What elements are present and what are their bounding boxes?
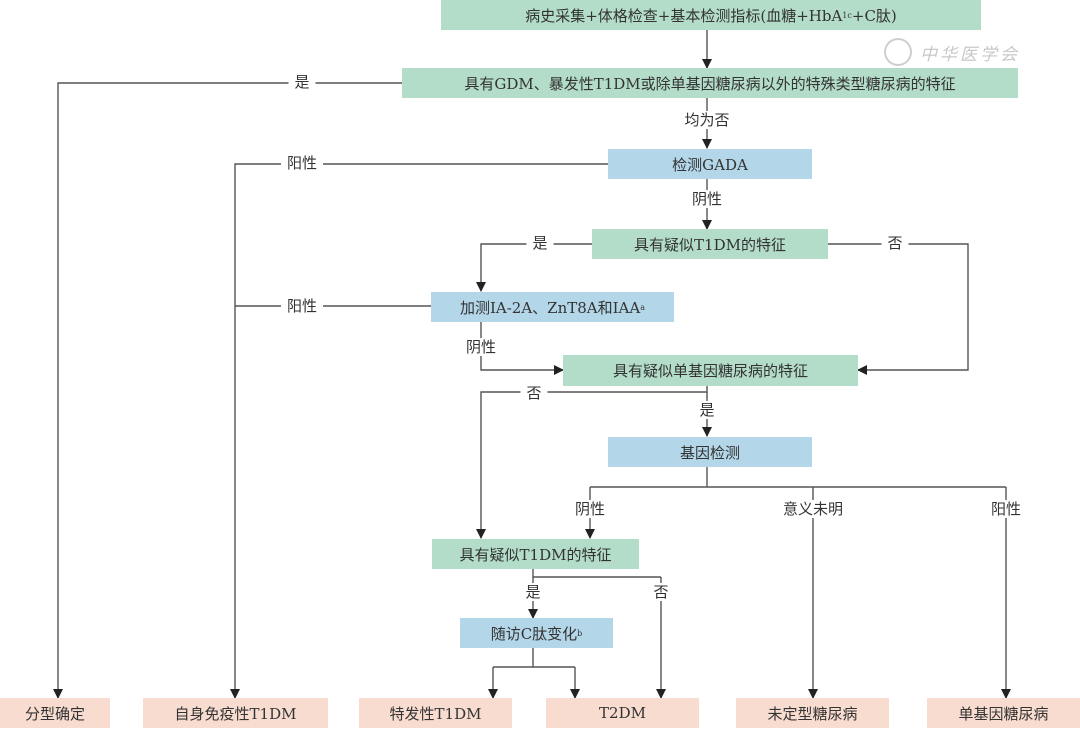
edge-gene-split — [590, 467, 1006, 488]
edge-followup-split — [493, 648, 575, 668]
outcome-idiopathic-t1dm: 特发性T1DM — [359, 698, 512, 728]
outcome-monogenic: 单基因糖尿病 — [927, 698, 1080, 728]
edge-t1dm2-split — [532, 569, 661, 578]
node-text-tail: +C肽) — [851, 6, 897, 25]
label-t1dm1-yes: 是 — [526, 234, 554, 252]
label-gene-uncertain: 意义未明 — [776, 500, 850, 518]
label-t1dm2-yes: 是 — [519, 583, 547, 601]
node-gada-test: 检测GADA — [608, 149, 812, 179]
outcome-type-confirmed: 分型确定 — [0, 698, 110, 728]
edge-mono-no — [476, 386, 708, 539]
outcome-text: 单基因糖尿病 — [958, 704, 1049, 723]
node-subscript: 1c — [842, 10, 852, 20]
label-gada-negative: 阴性 — [685, 190, 729, 208]
edge-t1dm1-yes — [476, 243, 592, 292]
node-text: 基因检测 — [679, 443, 740, 462]
node-suspect-t1dm-2: 具有疑似T1DM的特征 — [432, 539, 639, 569]
label-t1dm1-no: 否 — [881, 234, 909, 252]
outcome-text: T2DM — [599, 704, 646, 722]
edge-special-yes — [53, 82, 402, 699]
label-gene-negative: 阴性 — [568, 500, 612, 518]
edge-gada-positive — [230, 163, 608, 699]
label-mono-no: 否 — [520, 384, 548, 402]
footnote-a: a — [640, 302, 646, 312]
society-seal-icon — [884, 38, 912, 66]
footnote-b: b — [577, 628, 583, 638]
outcome-t2dm: T2DM — [546, 698, 699, 728]
label-all-no: 均为否 — [678, 111, 736, 129]
label-t1dm2-no: 否 — [647, 583, 675, 601]
node-genetic-test: 基因检测 — [608, 437, 812, 467]
node-suspect-monogenic: 具有疑似单基因糖尿病的特征 — [563, 355, 858, 386]
node-text: 具有GDM、暴发性T1DM或除单基因糖尿病以外的特殊类型糖尿病的特征 — [464, 74, 956, 93]
node-suspect-t1dm-1: 具有疑似T1DM的特征 — [592, 229, 828, 259]
watermark-text: 中华医学会 — [920, 44, 1020, 65]
node-text: 加测IA-2A、ZnT8A和IAA — [459, 298, 641, 317]
node-text: 具有疑似T1DM的特征 — [459, 545, 612, 564]
outcome-text: 自身免疫性T1DM — [174, 704, 297, 723]
node-text: 随访C肽变化 — [490, 624, 578, 643]
outcome-text: 特发性T1DM — [389, 704, 482, 723]
label-extra-negative: 阴性 — [459, 338, 503, 356]
node-text: 具有疑似T1DM的特征 — [634, 235, 786, 254]
label-mono-yes: 是 — [693, 401, 721, 419]
label-special-yes: 是 — [288, 73, 316, 91]
outcome-text: 未定型糖尿病 — [767, 704, 858, 723]
watermark: 中华医学会 — [884, 38, 1020, 66]
outcome-text: 分型确定 — [24, 704, 85, 723]
node-text: 检测GADA — [672, 155, 748, 174]
node-text: 病史采集+体格检查+基本检测指标(血糖+HbA — [525, 6, 843, 25]
outcome-unclassified: 未定型糖尿病 — [736, 698, 889, 728]
outcome-autoimmune-t1dm: 自身免疫性T1DM — [143, 698, 328, 728]
label-gada-positive: 阳性 — [280, 154, 324, 172]
node-special-types: 具有GDM、暴发性T1DM或除单基因糖尿病以外的特殊类型糖尿病的特征 — [402, 68, 1018, 98]
edge-t1dm1-no — [828, 243, 969, 375]
node-text: 具有疑似单基因糖尿病的特征 — [612, 362, 808, 380]
label-extra-positive: 阳性 — [280, 297, 324, 315]
label-gene-positive: 阳性 — [984, 500, 1028, 518]
